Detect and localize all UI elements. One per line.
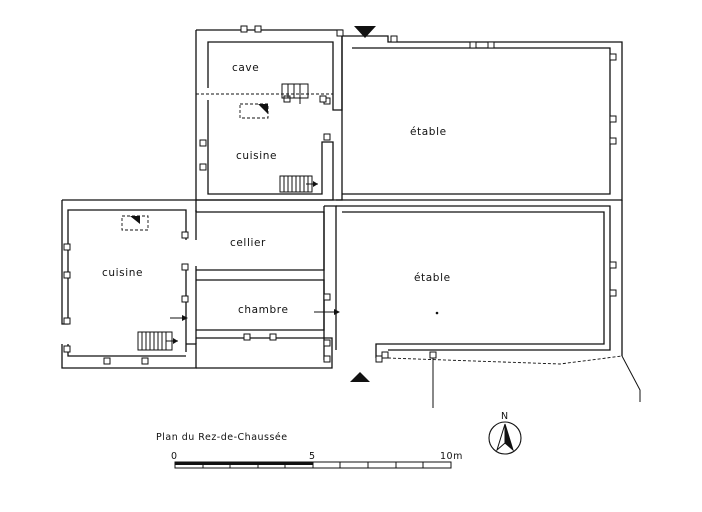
dot-marker bbox=[435, 311, 439, 315]
scale-label-0: 0 bbox=[171, 451, 178, 462]
room-label-chambre: chambre bbox=[238, 304, 289, 316]
stair-upper bbox=[279, 175, 318, 193]
room-label-etable-lower: étable bbox=[414, 272, 451, 284]
scale-bar bbox=[174, 461, 452, 469]
room-label-cave: cave bbox=[232, 62, 259, 74]
walls bbox=[61, 29, 641, 408]
stair-lower bbox=[137, 331, 178, 351]
plan-title: Plan du Rez-de-Chaussée bbox=[156, 432, 288, 443]
section-marker-top bbox=[354, 26, 376, 38]
room-label-etable-upper: étable bbox=[410, 126, 447, 138]
scale-label-10: 10m bbox=[440, 451, 463, 462]
stair-cave bbox=[281, 83, 309, 104]
room-label-cuisine-lower: cuisine bbox=[102, 267, 143, 279]
north-arrow-icon bbox=[488, 421, 522, 455]
hearth-lower bbox=[121, 215, 149, 231]
entry-arrows bbox=[170, 309, 340, 321]
room-label-cellier: cellier bbox=[230, 237, 266, 249]
section-marker-bottom bbox=[350, 372, 370, 382]
scale-label-5: 5 bbox=[309, 451, 316, 462]
room-label-cuisine-upper: cuisine bbox=[236, 150, 277, 162]
wall-openings bbox=[63, 25, 617, 365]
north-label: N bbox=[501, 411, 509, 422]
hearth-upper bbox=[239, 103, 269, 119]
